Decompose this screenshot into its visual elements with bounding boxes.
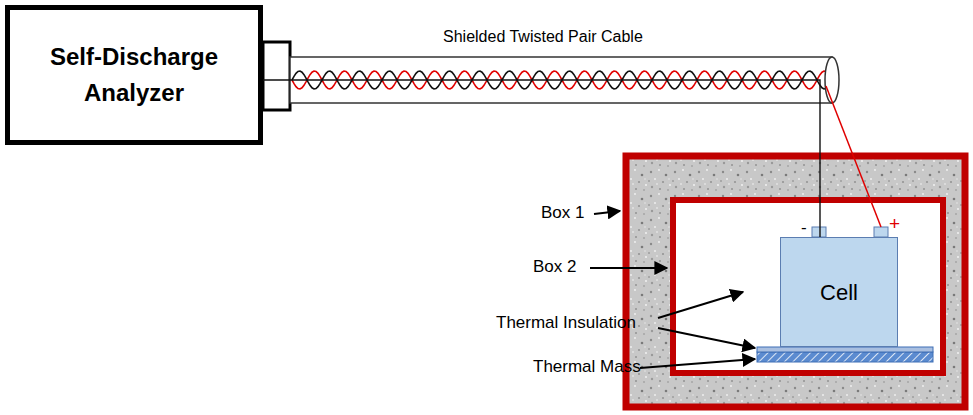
positive-terminal [874,227,888,237]
cell-box: Cell [780,237,898,347]
cable-label: Shielded Twisted Pair Cable [443,28,643,46]
leader-arrow [594,211,620,214]
connector-tab [263,42,290,110]
leader-arrow [658,328,755,348]
thermal-insulation [757,347,933,352]
part-label: Box 1 [541,204,584,223]
node-text: Self-Discharge Analyzer [34,39,234,111]
cable-connector [263,80,820,237]
negative-terminal [812,227,826,237]
cable-end [825,57,839,103]
leader-arrow [640,359,755,368]
part-label: Thermal Insulation [496,314,636,333]
leader-arrow [590,267,667,269]
outer-box [626,156,965,407]
node-text: Cell [820,276,858,309]
red-wire [826,86,881,227]
inner-box [673,200,943,373]
terminal-sign: - [801,219,807,238]
leader-arrow [658,292,743,318]
analyzer-box: Self-Discharge Analyzer [5,5,263,145]
terminal-sign: + [889,214,900,235]
part-label: Box 2 [533,258,576,277]
thermal-mass [757,352,933,362]
part-label: Thermal Mass [533,358,641,377]
